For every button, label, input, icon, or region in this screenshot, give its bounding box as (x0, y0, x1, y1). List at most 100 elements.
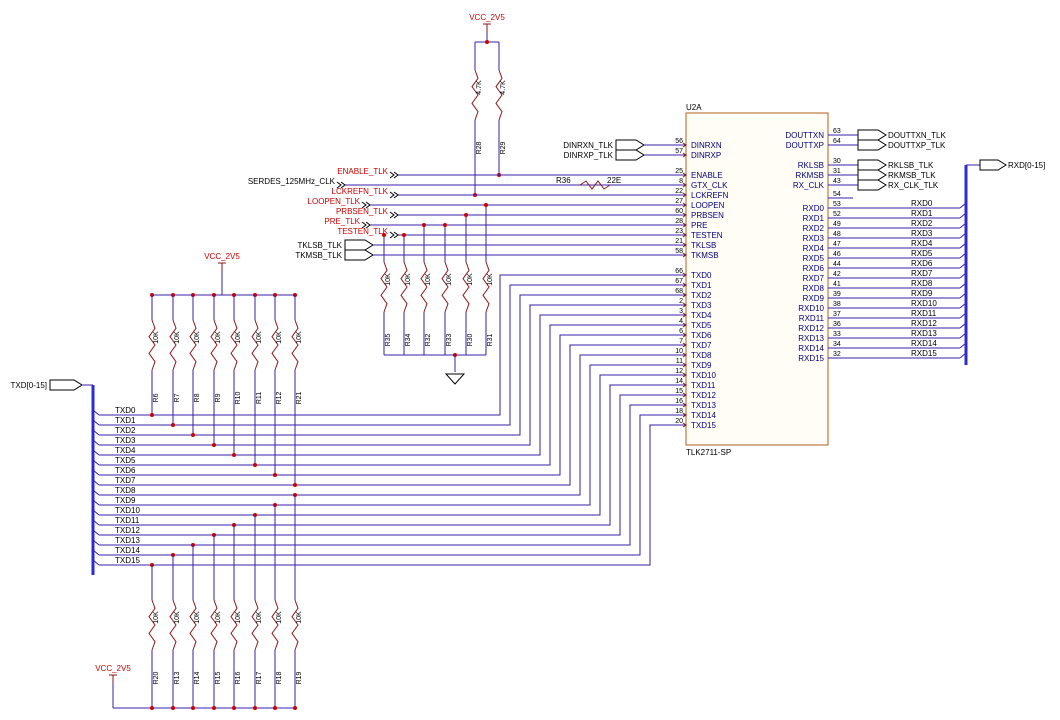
ic-pin-number: 27 (675, 198, 683, 205)
resistor-r33-ref: R33 (446, 333, 453, 346)
resistor-r9-value: 10K (215, 331, 222, 344)
right-net-4-label: RX_CLK_TLK (888, 181, 939, 190)
ic-pin-name-pre: PRE (691, 221, 707, 230)
resistor-r19-ref: R19 (296, 671, 303, 684)
net-flag (365, 201, 371, 209)
ic-pin-number: 58 (675, 248, 683, 255)
resistor-r21 (291, 319, 299, 371)
rxd-wire-label: RXD4 (911, 239, 933, 248)
resistor-r6-value: 10K (153, 331, 160, 344)
pin-arrow (682, 212, 687, 218)
txd-bus-entry (92, 489, 100, 496)
resistor-r14 (189, 599, 197, 651)
junction-dot (232, 453, 236, 457)
ic-pin-name-rx_clk: RX_CLK (793, 181, 825, 190)
junction-dot (212, 443, 216, 447)
rxd-wire-label: RXD14 (911, 339, 937, 348)
junction-dot (485, 40, 489, 44)
ic-pin-number: 20 (675, 418, 683, 425)
resistor-r18-value: 10K (276, 611, 283, 624)
ic-part: TLK2711-SP (686, 448, 731, 457)
ic-pin-name-rxd: RXD3 (803, 234, 825, 243)
ic-pin-name-rxd: RXD8 (803, 284, 825, 293)
pin-arrow (682, 182, 687, 188)
ic-pin-name-txd3: TXD3 (691, 301, 712, 310)
pin-arrow (682, 422, 687, 428)
rxd-wire-label: RXD12 (911, 319, 937, 328)
junction-dot (484, 203, 488, 207)
ic-pin-name-txd11: TXD11 (691, 381, 716, 390)
resistor-r7 (169, 319, 177, 371)
rxd-wire-label: RXD10 (911, 299, 937, 308)
resistor-r30 (462, 261, 470, 313)
ctrl-net-label: SERDES_125MHz_CLK (248, 177, 336, 186)
ic-pin-name-lckrefn: LCKREFN (691, 191, 729, 200)
rxd-wire-label: RXD9 (911, 289, 933, 298)
ic-pin-name-txd13: TXD13 (691, 401, 716, 410)
ic-pin-name-txd6: TXD6 (691, 331, 712, 340)
ic-pin-number: 25 (675, 168, 683, 175)
pin-arrow (682, 332, 687, 338)
ic-pin-name-rxd: RXD14 (798, 344, 824, 353)
txd-wire-label: TXD7 (115, 476, 136, 485)
ic-pin-number: 53 (833, 201, 841, 208)
ctrl-net-label: PRBSEN_TLK (336, 207, 389, 216)
resistor-r33-value: 10K (446, 273, 453, 286)
resistor-r17 (251, 599, 259, 651)
txd-wire-label: TXD6 (115, 466, 136, 475)
ic-pin-number: 16 (675, 398, 683, 405)
resistor-r9 (210, 319, 218, 371)
pin-arrow (682, 222, 687, 228)
ic-pin-number: 3 (679, 308, 683, 315)
pin-arrow (682, 402, 687, 408)
txd-bus-entry (92, 449, 100, 456)
pin-arrow (682, 302, 687, 308)
txd-wire (99, 274, 666, 416)
txd-wire-label: TXD10 (115, 506, 140, 515)
dinrxn-port (615, 139, 645, 151)
pin-arrow (682, 372, 687, 378)
txd-wire (99, 404, 666, 546)
pin-arrow (682, 282, 687, 288)
ic-pin-name-rxd: RXD0 (803, 204, 825, 213)
ic-pin-name-rxd: RXD13 (798, 334, 824, 343)
resistor-r36-value: 22E (607, 176, 621, 185)
net-flag (365, 221, 371, 229)
junction-dot (293, 706, 297, 710)
right-net-4-port (857, 179, 887, 191)
right-net-2-label: RKLSB_TLK (888, 161, 934, 170)
txd-wire (99, 384, 666, 526)
txd-wire-label: TXD1 (115, 416, 136, 425)
resistor-r30-value: 10K (467, 273, 474, 286)
ic-pin-number: 23 (675, 228, 683, 235)
resistor-r28-ref: R28 (476, 141, 483, 154)
net-flag (389, 211, 395, 219)
tkmsb-port (344, 249, 374, 261)
rxd-bus-label: RXD[0-15] (1008, 161, 1045, 170)
ic-pin-number: 14 (675, 378, 683, 385)
resistor-r36-ref: R36 (556, 176, 571, 185)
net-flag (336, 181, 342, 189)
right-net-0-label: DOUTTXN_TLK (888, 131, 946, 140)
resistor-r34 (400, 261, 408, 313)
junction-dot (171, 706, 175, 710)
junction-dot (293, 483, 297, 487)
net-flag (340, 181, 346, 189)
net-flag (389, 191, 395, 199)
resistor-r14-ref: R14 (194, 671, 201, 684)
txd-wire (99, 354, 666, 496)
txd-bus-entry (92, 459, 100, 466)
txd-bus-entry (92, 559, 100, 566)
resistor-r6 (148, 319, 156, 371)
ic-pin-name-rxd: RXD9 (803, 294, 825, 303)
ic-pin-number: 38 (833, 301, 841, 308)
ic-pin-name-douttxp: DOUTTXP (786, 141, 824, 150)
ic-pin-number: 39 (833, 291, 841, 298)
pin-arrow (682, 142, 687, 148)
rxd-bus-port (979, 159, 1007, 171)
resistor-r35-ref: R35 (385, 333, 392, 346)
dinrxp-label: DINRXP_TLK (564, 151, 614, 160)
txd-wire-label: TXD14 (115, 546, 140, 555)
net-flag (389, 231, 395, 239)
net-flag (393, 171, 399, 179)
